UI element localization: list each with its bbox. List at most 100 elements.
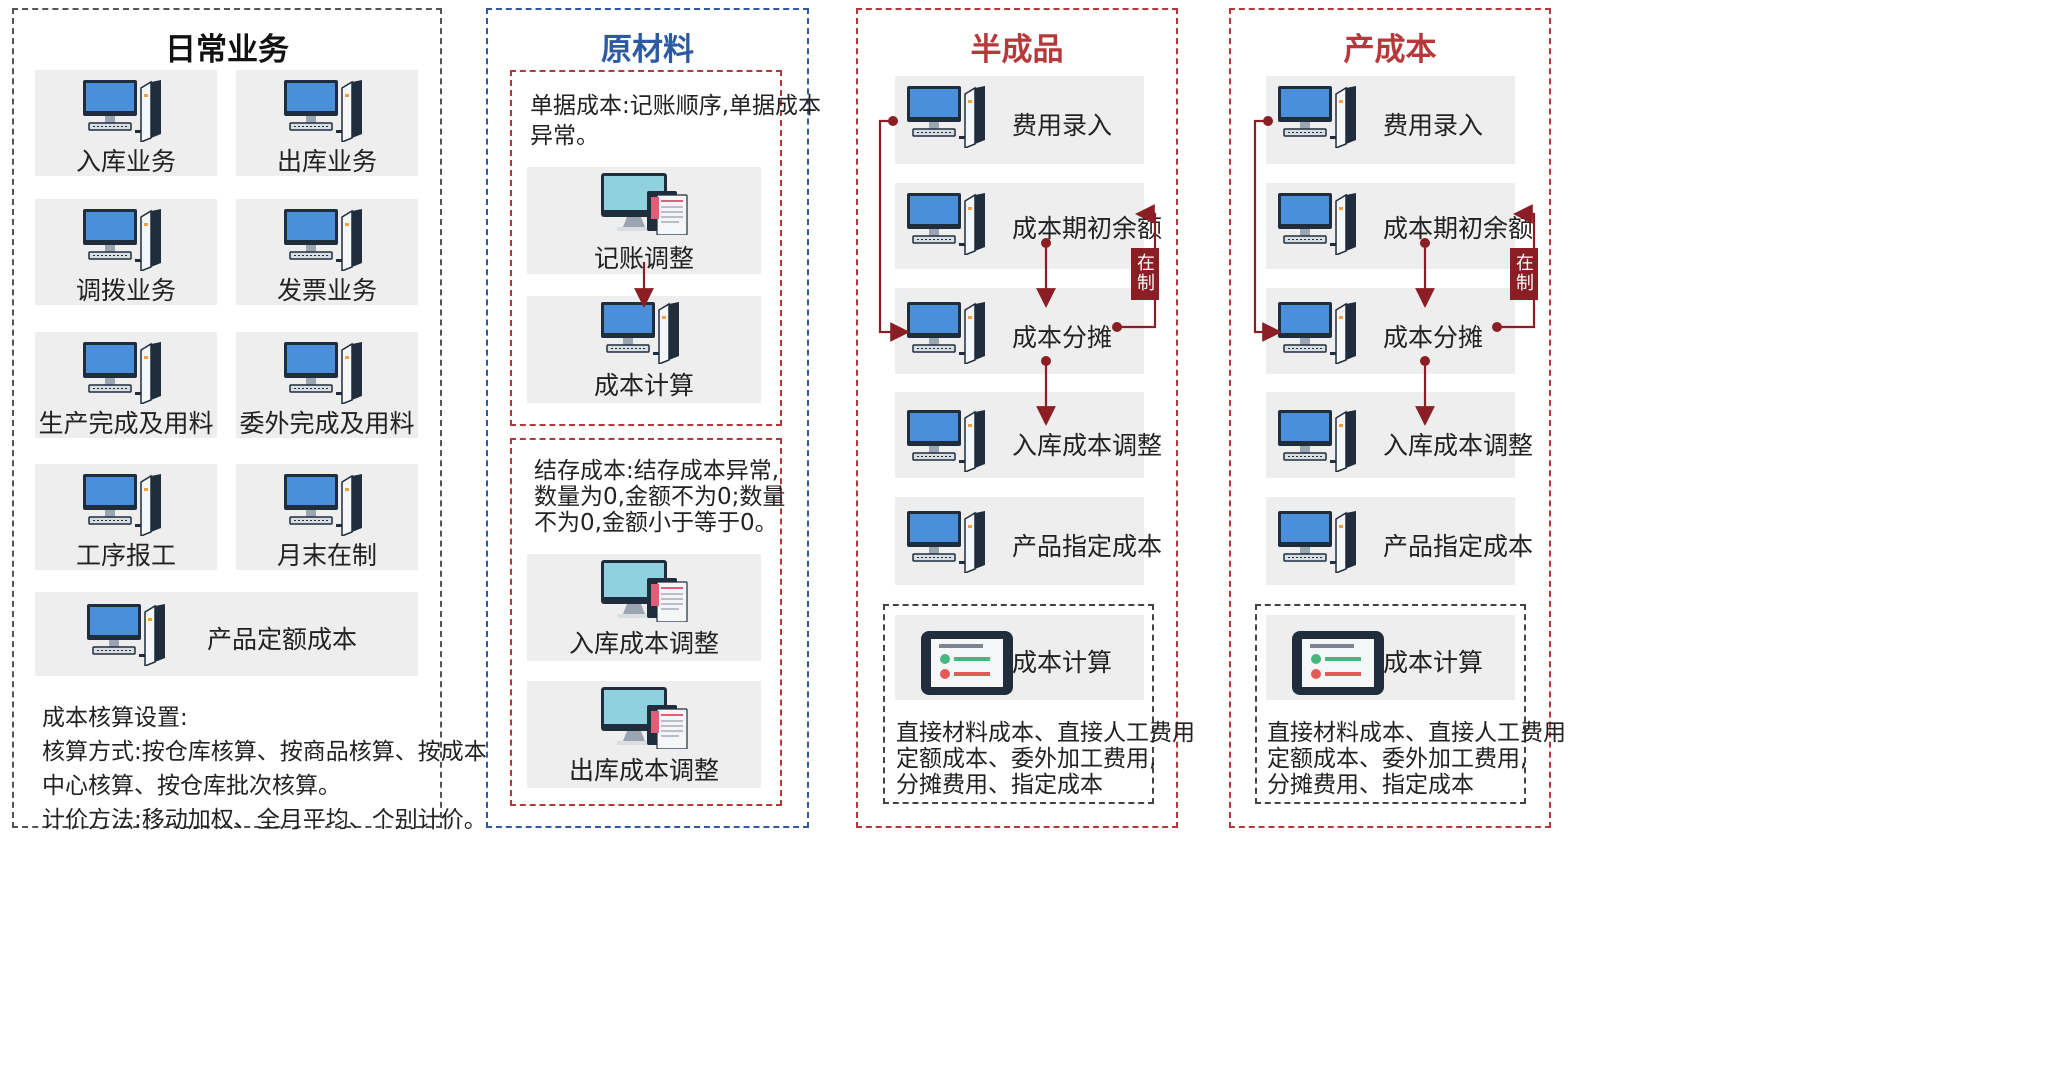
computer-icon [83,209,175,275]
raw-bottom-note: 结存成本:结存成本异常, 数量为0,金额不为0;数量 不为0,金额小于等于0。 [534,458,785,536]
note-line: 异常。 [530,123,599,149]
note-line: 分摊费用、指定成本 [896,772,1103,798]
note-line: 数量为0,金额不为0;数量 [534,484,786,510]
semi-calc-note: 直接材料成本、直接人工费用 定额成本、委外加工费用, 分摊费用、指定成本 [896,720,1195,798]
monitor-document-icon [601,687,689,753]
tile-semi-cost-allocation[interactable]: 成本分摊 [895,288,1144,374]
tile-label: 成本计算 [1383,648,1484,677]
tile-label: 费用录入 [1012,111,1113,140]
note-line: 核算方式:按仓库核算、按商品核算、按成本 [42,739,487,765]
tile-label: 入库业务 [75,147,176,176]
tile-label: 成本计算 [593,371,694,400]
tile-semi-designated-cost[interactable]: 产品指定成本 [895,497,1162,585]
tile-semi-cost-calc[interactable]: 成本计算 [895,615,1144,700]
semi-panel: 半成品 [856,8,1178,828]
computer-icon [284,209,376,275]
raw-balance-cost-group [510,438,782,806]
tile-posting-adjust[interactable]: 记账调整 [527,167,761,274]
note-line: 定额成本、委外加工费用, [896,746,1157,772]
tile-inbound[interactable]: 入库业务 [35,70,217,176]
computer-icon [83,342,175,408]
computer-icon [83,80,175,146]
tile-production[interactable]: 生产完成及用料 [35,332,217,438]
tile-label: 入库成本调整 [568,629,719,658]
note-line: 直接材料成本、直接人工费用 [896,720,1195,746]
computer-icon [1278,511,1370,577]
tile-label: 产品定额成本 [207,625,358,654]
tablet-report-icon [1290,629,1386,701]
tile-label: 成本分摊 [1383,323,1484,352]
tile-raw-inbound-adjust[interactable]: 入库成本调整 [527,554,761,661]
computer-icon [284,474,376,540]
tile-label: 委外完成及用料 [239,409,415,438]
semi-title: 半成品 [970,32,1064,68]
tile-semi-opening-balance[interactable]: 成本期初余额 [895,183,1162,269]
raw-panel: 原材料 [486,8,809,828]
product-panel: 产成本 [1229,8,1551,828]
computer-icon [601,302,693,368]
tile-outsource[interactable]: 委外完成及用料 [236,332,418,438]
tile-label: 成本分摊 [1012,323,1113,352]
tile-product-cost-calc[interactable]: 成本计算 [1266,615,1515,700]
daily-panel: 日常业务 [12,8,442,828]
computer-icon [1278,410,1370,476]
tile-label: 入库成本调整 [1383,431,1534,460]
raw-top-note: 单据成本:记账顺序,单据成本 异常。 [530,91,821,151]
daily-title: 日常业务 [165,32,289,68]
tile-label: 费用录入 [1383,111,1484,140]
tile-outbound[interactable]: 出库业务 [236,70,418,176]
tile-product-designated-cost[interactable]: 产品指定成本 [1266,497,1533,585]
note-line: 计价方法:移动加权、全月平均、个别计价。 [42,807,487,833]
tablet-report-icon [919,629,1015,701]
product-calc-group [1255,604,1526,804]
badge-text: 在制 [1137,253,1155,294]
badge-text: 在制 [1516,253,1534,294]
tile-product-opening-balance[interactable]: 成本期初余额 [1266,183,1533,269]
tile-process-report[interactable]: 工序报工 [35,464,217,570]
computer-icon [1278,193,1370,259]
tile-product-inbound-adjust[interactable]: 入库成本调整 [1266,392,1533,478]
daily-settings-note: 成本核算设置: 核算方式:按仓库核算、按商品核算、按成本 中心核算、按仓库批次核… [42,701,487,837]
computer-icon [907,410,999,476]
note-line: 不为0,金额小于等于0。 [534,510,778,536]
computer-icon [1278,302,1370,368]
tile-raw-outbound-adjust[interactable]: 出库成本调整 [527,681,761,788]
computer-icon [83,474,175,540]
tile-invoice[interactable]: 发票业务 [236,199,418,305]
monitor-document-icon [601,173,689,239]
note-line: 分摊费用、指定成本 [1267,772,1474,798]
product-flow-arrows [1253,116,1536,426]
note-line: 成本核算设置: [42,705,188,731]
tile-raw-cost-calc[interactable]: 成本计算 [527,296,761,403]
tile-label: 成本期初余额 [1383,214,1534,243]
tile-label: 成本计算 [1012,648,1113,677]
product-title: 产成本 [1343,32,1437,68]
tile-label: 发票业务 [276,276,377,305]
tile-label: 入库成本调整 [1012,431,1163,460]
raw-document-cost-group [510,70,782,426]
computer-icon [1278,86,1370,152]
note-line: 结存成本:结存成本异常, [534,458,780,484]
note-line: 单据成本:记账顺序,单据成本 [530,93,822,119]
note-line: 直接材料成本、直接人工费用 [1267,720,1566,746]
tile-semi-expense-entry[interactable]: 费用录入 [895,76,1144,164]
tile-semi-inbound-adjust[interactable]: 入库成本调整 [895,392,1162,478]
product-calc-note: 直接材料成本、直接人工费用 定额成本、委外加工费用, 分摊费用、指定成本 [1267,720,1566,798]
tile-label: 调拨业务 [75,276,176,305]
tile-month-end-wip[interactable]: 月末在制 [236,464,418,570]
computer-icon [907,302,999,368]
computer-icon [907,511,999,577]
note-line: 定额成本、委外加工费用, [1267,746,1528,772]
tile-transfer[interactable]: 调拨业务 [35,199,217,305]
tile-label: 出库成本调整 [568,756,719,785]
tile-product-cost-allocation[interactable]: 成本分摊 [1266,288,1515,374]
tile-label: 工序报工 [75,541,176,570]
tile-quota-cost[interactable]: 产品定额成本 [35,592,418,676]
computer-icon [907,86,999,152]
computer-icon [87,604,179,670]
tile-label: 生产完成及用料 [38,409,214,438]
note-line: 中心核算、按仓库批次核算。 [42,773,341,799]
tile-product-expense-entry[interactable]: 费用录入 [1266,76,1515,164]
tile-label: 月末在制 [276,541,377,570]
